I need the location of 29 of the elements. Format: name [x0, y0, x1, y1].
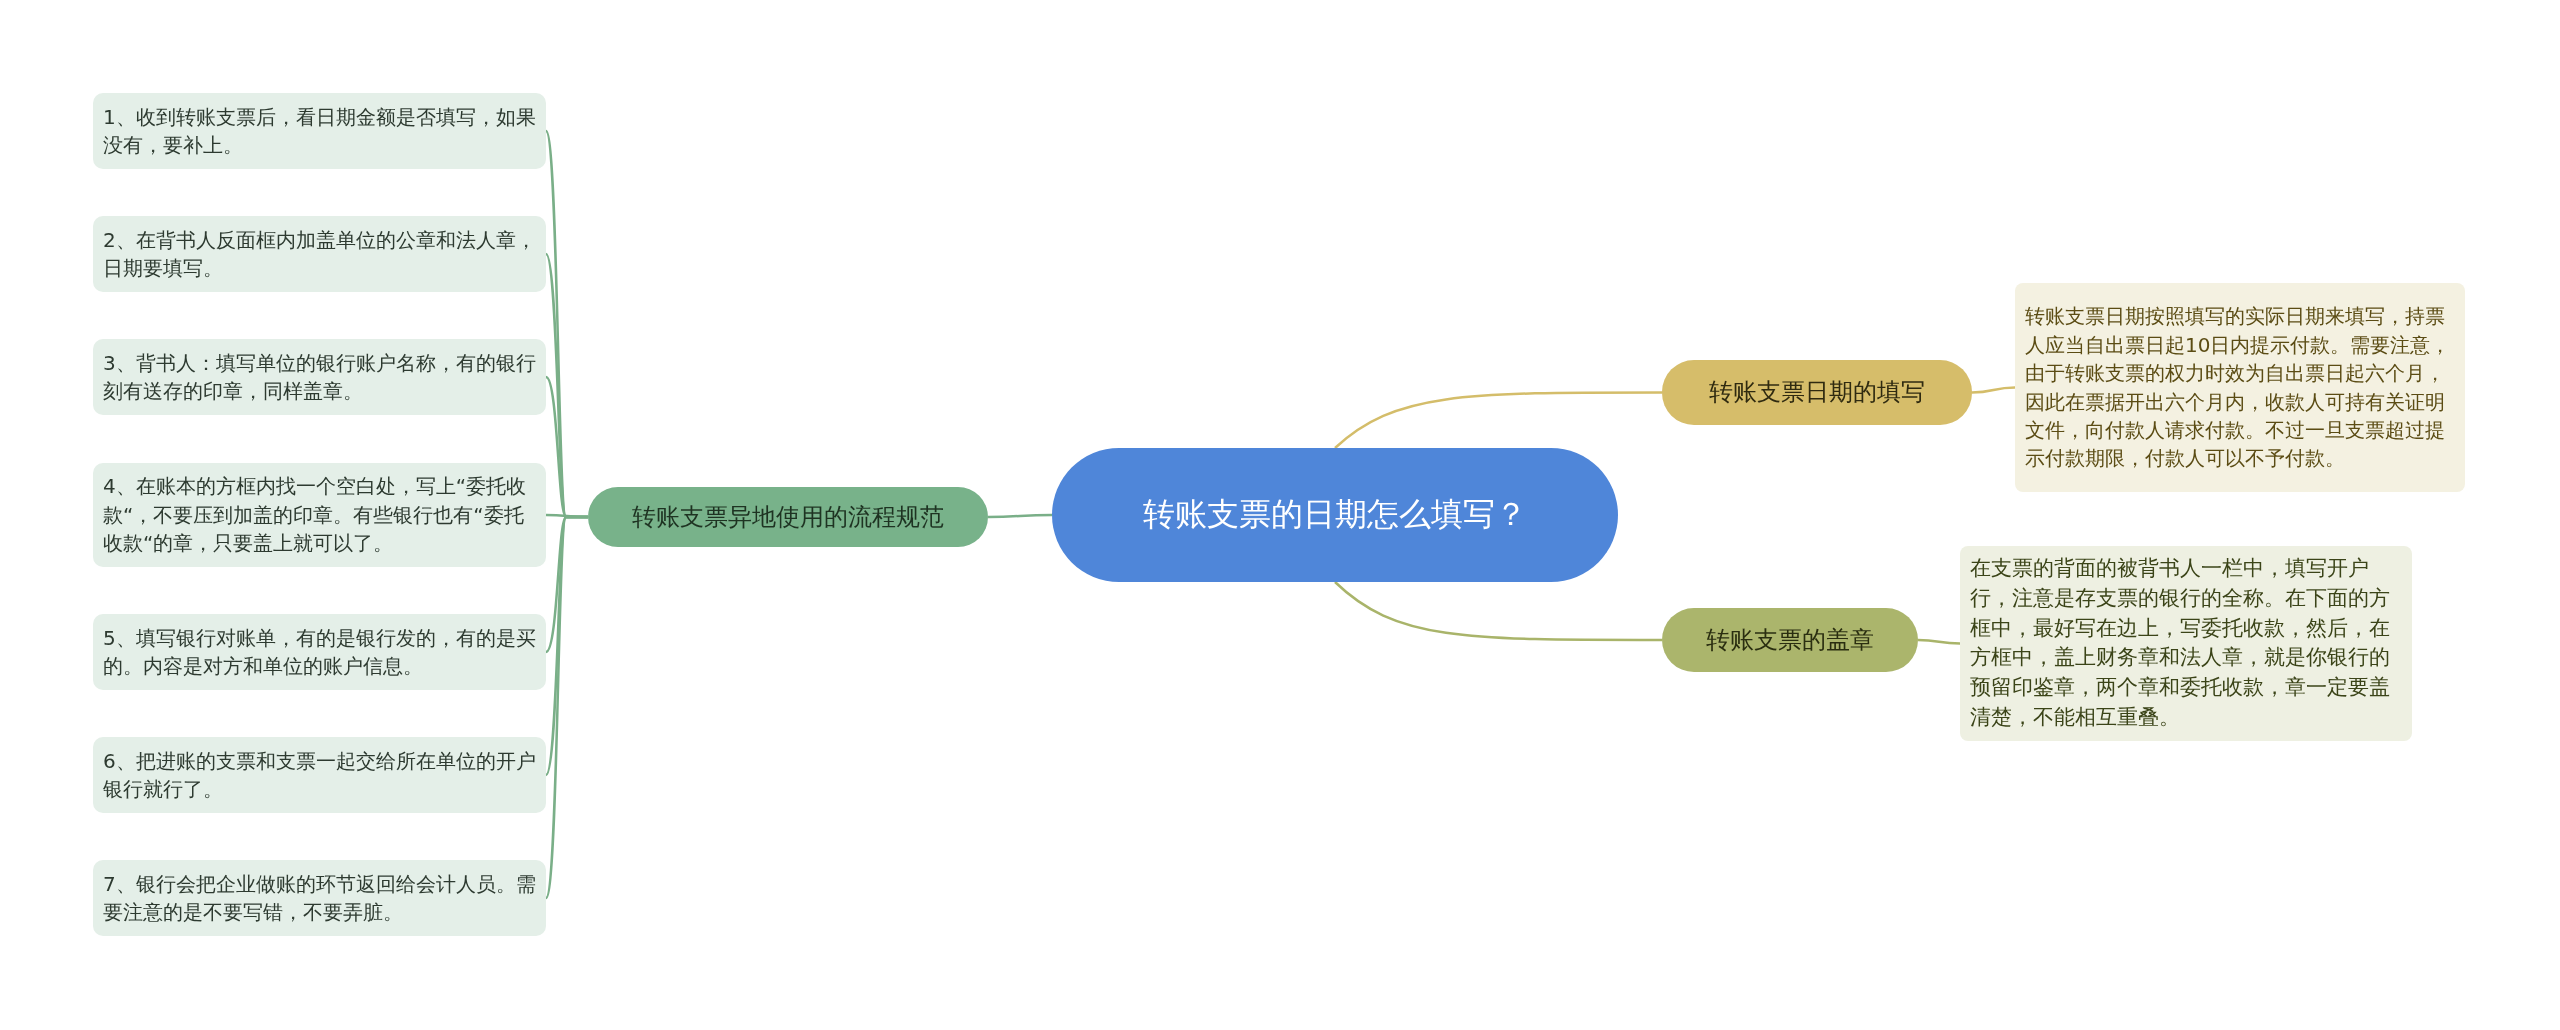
note-card	[93, 339, 546, 415]
topic-label: 转账支票的盖章	[1706, 624, 1874, 656]
note-text: 3、背书人：填写单位的银行账户名称，有的银行刻有送存的印章，同样盖章。	[103, 349, 536, 405]
connector-line	[1334, 581, 1662, 642]
note-text: 4、在账本的方框内找一个空白处，写上“委托收款“，不要压到加盖的印章。有些银行也有“委托收款“的章，只要盖上就可以了。	[103, 473, 528, 558]
topic-label: 转账支票异地使用的流程规范	[632, 501, 944, 533]
note-text: 6、把进账的支票和支票一起交给所在单位的开户银行就行了。	[103, 747, 536, 803]
note-text: 1、收到转账支票后，看日期金额是否填写，如果没有，要补上。	[103, 103, 536, 159]
note-text: 7、银行会把企业做账的环节返回给会计人员。需要注意的是不要写错，不要弄脏。	[103, 870, 536, 926]
note-card	[1960, 546, 2412, 741]
note-card	[93, 737, 546, 813]
note-text: 在支票的背面的被背书人一栏中，填写开户行，注意是存支票的银行的全称。在下面的方框中，最好写在边上，写委托收款，然后，在方框中，盖上财务章和法人章，就是你银行的预留印鉴章，两个章和委托收款，章一定要盖清楚，不能相互重叠。	[1970, 555, 2391, 732]
note-text: 5、填写银行对账单，有的是银行发的，有的是买的。内容是对方和单位的账户信息。	[103, 624, 536, 680]
connector-line	[1334, 391, 1662, 449]
note-text: 转账支票日期按照填写的实际日期来填写，持票人应当自出票日起10日内提示付款。需要注意，由于转账支票的权力时效为自出票日起六个月，因此在票据开出六个月内，收款人可持有关证明文件，向付款人请求付款。不过一旦支票超过提示付款期限，付款人可以不予付款。	[2025, 303, 2452, 473]
note-text: 2、在背书人反面框内加盖单位的公章和法人章，日期要填写。	[103, 226, 536, 282]
note-card	[93, 93, 546, 169]
note-card	[2015, 283, 2465, 492]
topic-label: 转账支票的日期怎么填写？	[1143, 494, 1527, 536]
note-card	[93, 860, 546, 936]
branch-topic	[588, 487, 988, 547]
connector-line	[988, 513, 1052, 519]
note-card	[93, 463, 546, 567]
note-card	[93, 614, 546, 690]
connector-line	[1918, 638, 1960, 645]
connector-line	[1971, 386, 2016, 394]
connector-line	[544, 515, 590, 900]
note-card	[93, 216, 546, 292]
topic-label: 转账支票日期的填写	[1709, 377, 1925, 409]
